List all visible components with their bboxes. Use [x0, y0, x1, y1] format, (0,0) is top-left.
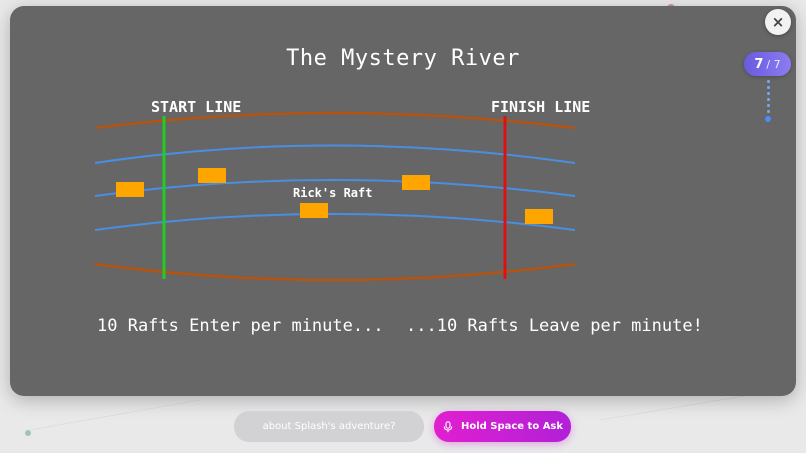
ricks-raft-label: Rick's Raft	[293, 186, 373, 200]
caption-leave: ...10 Rafts Leave per minute!	[406, 316, 703, 336]
raft	[402, 175, 430, 190]
progress-dot	[766, 86, 770, 89]
slide-progress-pill[interactable]: 7 / 7	[744, 52, 791, 76]
raft-ricks	[300, 203, 328, 218]
finish-line-label: FINISH LINE	[491, 98, 591, 116]
close-icon: ×	[771, 12, 785, 31]
river-bank-top	[94, 111, 576, 130]
story-panel: The Mystery River START LINE FINISH LINE…	[10, 6, 796, 396]
river-current-2	[94, 179, 576, 197]
slide-title: The Mystery River	[286, 46, 520, 71]
river-current-1	[94, 144, 576, 164]
progress-total: / 7	[766, 57, 781, 71]
progress-current: 7	[754, 56, 764, 72]
progress-dot	[766, 98, 770, 101]
progress-dot	[766, 104, 770, 107]
river-diagram	[94, 111, 576, 282]
ask-placeholder: about Splash's adventure?	[262, 421, 396, 432]
progress-dots	[765, 80, 771, 125]
close-button[interactable]: ×	[765, 9, 791, 35]
ask-question-input[interactable]: about Splash's adventure?	[234, 411, 424, 442]
progress-dot-active	[765, 116, 771, 122]
raft	[116, 182, 144, 197]
raft	[198, 168, 226, 183]
caption-enter: 10 Rafts Enter per minute...	[97, 316, 384, 336]
progress-dot	[766, 80, 770, 83]
hold-space-to-ask-button[interactable]: Hold Space to Ask	[434, 411, 571, 442]
microphone-icon	[443, 420, 453, 432]
raft	[525, 209, 553, 224]
progress-dot	[766, 110, 770, 113]
ask-button-label: Hold Space to Ask	[460, 421, 564, 432]
start-line-label: START LINE	[151, 98, 242, 116]
progress-dot	[766, 92, 770, 95]
river-current-3	[94, 213, 576, 231]
river-bank-bottom	[94, 262, 576, 282]
